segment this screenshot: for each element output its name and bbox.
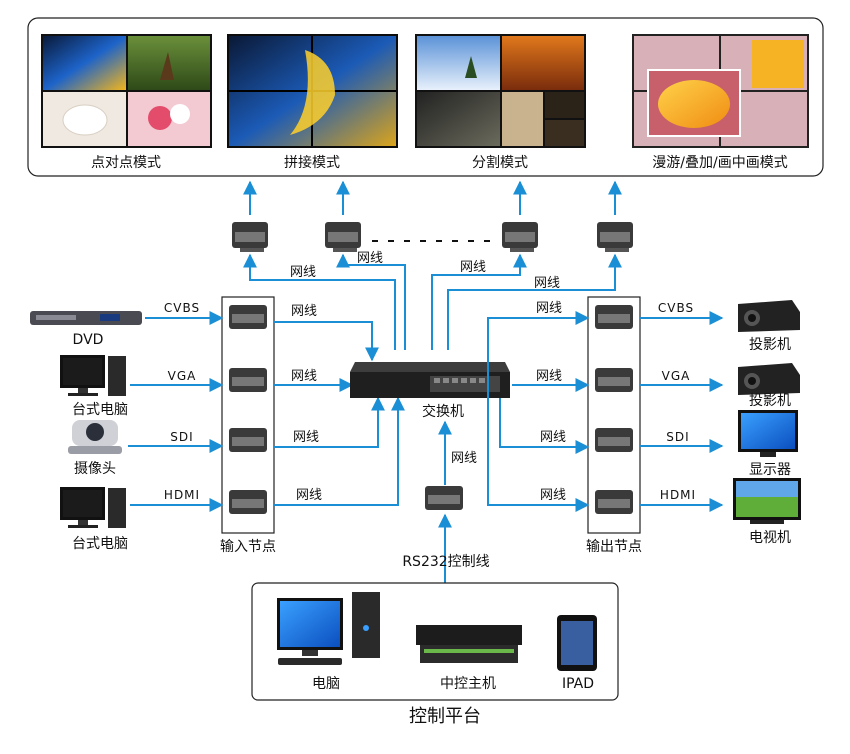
network-switch [350,362,510,398]
projector-2 [738,363,800,395]
projector-1 [738,300,800,332]
input-node-label: 输入节点 [220,539,276,555]
net-label: 网线 [540,430,566,445]
signal-label: SDI [666,430,689,444]
net-label: 网线 [536,301,562,316]
input-node-box [221,296,275,534]
ipad-device [557,615,597,671]
rs232-label: RS232控制线 [402,554,489,570]
signal-label: CVBS [658,301,694,315]
top-decoder-node [597,222,633,252]
encoder-node [229,428,267,452]
signal-label: VGA [662,369,691,383]
top-decoder-node [232,222,268,252]
top-decoder-node [325,222,361,252]
desktop-pc-input-2 [60,487,126,528]
net-line-in [274,321,379,362]
encoder-node [229,490,267,514]
net-label: 网线 [293,430,319,445]
net-line-top [447,253,622,350]
signal-label: VGA [168,369,197,383]
net-line-top [243,253,396,350]
net-line-in [274,396,385,448]
central-controller [416,625,522,663]
net-label: 网线 [291,304,317,319]
camera-device [68,420,122,454]
net-label: 网线 [460,260,486,275]
output-device-label: 电视机 [749,530,791,546]
decoder-node [595,368,633,392]
net-line-out [487,398,590,512]
dvd-player [30,311,142,325]
mode-label: 拼接模式 [284,154,340,171]
decoder-node [595,428,633,452]
net-label: 网线 [290,265,316,280]
net-line-in [274,396,405,506]
top-decoder-node [502,222,538,252]
monitor-display [738,410,798,457]
control-encoder-node [425,486,463,510]
mode-split-image [415,34,586,148]
net-line-out [487,311,590,398]
net-line-top [431,253,527,350]
mode-label: 漫游/叠加/画中画模式 [652,155,787,171]
encoder-node [229,368,267,392]
input-device-label: 台式电脑 [72,402,128,418]
net-label: 网线 [534,276,560,291]
output-node-box [587,296,641,534]
mode-label: 分割模式 [472,154,528,171]
signal-label: SDI [170,430,193,444]
net-label: 网线 [540,488,566,503]
signal-label: HDMI [164,488,200,502]
control-platform-box [251,582,619,701]
net-label: 网线 [536,369,562,384]
desktop-pc-input-1 [60,355,126,396]
tv-display [733,478,801,524]
net-label: 网线 [296,488,322,503]
output-device-label: 显示器 [749,462,791,478]
mode-label: 点对点模式 [91,155,161,171]
encoder-node [229,305,267,329]
control-item-label: 中控主机 [440,676,496,692]
signal-label: HDMI [660,488,696,502]
control-platform-title: 控制平台 [409,706,481,727]
control-item-label: 电脑 [312,676,340,692]
input-device-label: 台式电脑 [72,536,128,552]
signal-label: CVBS [164,301,200,315]
mode-splicing-image [227,34,398,148]
output-device-label: 投影机 [749,337,791,353]
control-pc [277,592,380,665]
net-label: 网线 [357,251,383,266]
switch-label: 交换机 [422,403,464,420]
decoder-node [595,305,633,329]
net-line-top [336,253,406,350]
mode-point-to-point-image [41,34,212,148]
net-label: 网线 [451,451,477,466]
net-line-out [499,398,590,454]
output-device-label: 投影机 [749,393,791,409]
output-node-label: 输出节点 [586,539,642,555]
decoder-node [595,490,633,514]
control-item-label: IPAD [562,676,594,692]
net-label: 网线 [291,369,317,384]
input-device-label: DVD [73,332,104,348]
display-modes-panel [27,17,824,177]
input-device-label: 摄像头 [74,461,116,477]
mode-roaming-image [632,34,809,148]
